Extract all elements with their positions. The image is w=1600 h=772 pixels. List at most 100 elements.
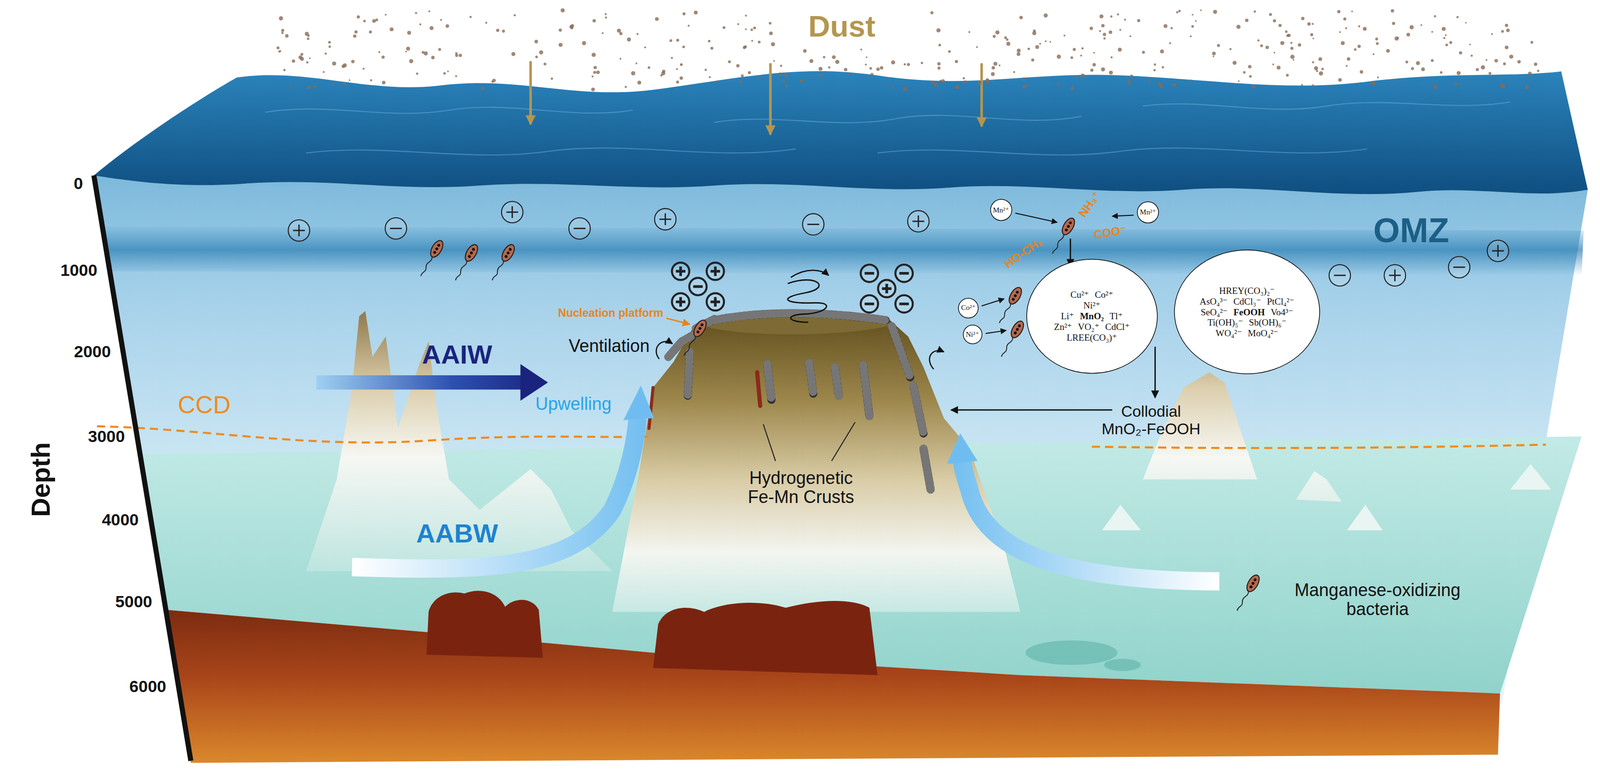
circle-shape: [948, 50, 952, 54]
circle-shape: [1444, 34, 1447, 37]
circle-shape: [737, 22, 740, 25]
circle-shape: [1127, 80, 1132, 85]
circle-shape: [384, 13, 387, 16]
circle-shape: [891, 60, 896, 65]
circle-shape: [1080, 54, 1083, 57]
circle-shape: [1099, 14, 1104, 19]
ion-label: Zn²⁺: [1053, 321, 1073, 333]
circle-shape: [1253, 578, 1258, 583]
circle-shape: [637, 80, 642, 85]
negative-charge: [689, 277, 707, 296]
circle-shape: [847, 73, 851, 76]
axis-title: Depth: [26, 442, 56, 517]
circle-shape: [1460, 86, 1463, 89]
water-mass-label: AABW: [416, 519, 499, 548]
circle-shape: [1312, 37, 1315, 40]
line-shape: [390, 227, 402, 230]
circle-shape: [443, 72, 446, 75]
circle-shape: [750, 28, 753, 31]
circle-shape: [1533, 62, 1538, 66]
ion-circle: Co²⁺: [957, 297, 979, 319]
charges: [288, 201, 1509, 313]
circle-shape: [324, 52, 328, 56]
circle-shape: [1485, 58, 1488, 61]
circle-shape: [307, 85, 311, 90]
circle-shape: [727, 60, 731, 64]
ventilation-curl: [656, 341, 673, 360]
ion-label: Ti(OH)₅⁻: [1207, 317, 1244, 329]
circle-shape: [1311, 60, 1315, 64]
circle-shape: [710, 46, 714, 50]
circle-shape: [992, 34, 996, 38]
negative-charge: [860, 264, 879, 283]
circle-shape: [1237, 80, 1240, 82]
circle-shape: [1056, 83, 1060, 87]
circle-shape: [860, 48, 863, 51]
circle-shape: [1363, 26, 1367, 31]
line-shape: [714, 266, 717, 277]
circle-shape: [591, 52, 596, 58]
ion-row: WO₄²⁻MoO₄²⁻: [1215, 328, 1279, 339]
circle-shape: [1421, 67, 1425, 72]
circle-shape: [1194, 19, 1197, 22]
circle-shape: [419, 23, 422, 26]
circle-shape: [331, 80, 334, 83]
circle-shape: [601, 32, 604, 35]
path-shape: [1236, 590, 1249, 612]
circle-shape: [570, 26, 574, 30]
seafloor-peak: [1510, 464, 1552, 490]
ion-circle: Mn²⁺: [990, 198, 1013, 221]
ion-label: Co²⁺: [1094, 289, 1114, 301]
circle-shape: [783, 73, 789, 79]
circle-shape: [1470, 54, 1473, 57]
circle-shape: [429, 25, 434, 30]
circle-shape: [1068, 220, 1073, 225]
circle-shape: [281, 28, 285, 32]
circle-shape: [647, 66, 651, 69]
circle-shape: [937, 66, 941, 70]
circle-shape: [309, 57, 311, 59]
water-body: [94, 153, 1588, 704]
circle-shape: [1137, 19, 1141, 22]
line-shape: [298, 224, 300, 237]
circle-shape: [1410, 67, 1414, 71]
circle-shape: [281, 31, 284, 35]
circle-shape: [1488, 72, 1492, 76]
circle-shape: [818, 66, 823, 71]
circle-shape: [378, 51, 381, 54]
ion-ellipse: Cu²⁺Co²⁺Ni²⁺Li⁺MnO₂Tl⁺Zn²⁺VO₂⁺CdCl⁺LREE(…: [1026, 258, 1158, 374]
circle-outline: [1137, 201, 1159, 223]
process-label: Ventilation: [568, 336, 650, 356]
ion-row: HREY(CO₃)₂⁻: [1219, 285, 1275, 297]
circle-shape: [1475, 68, 1479, 72]
circle-shape: [643, 46, 646, 49]
circle-shape: [1340, 40, 1345, 45]
ion-label: FeOOH: [1233, 307, 1265, 318]
circle-shape: [430, 55, 435, 59]
line-shape: [899, 272, 910, 275]
circle-shape: [369, 30, 372, 34]
circle-shape: [593, 70, 597, 74]
circle-shape: [843, 67, 848, 72]
generated-art: [276, 8, 1540, 614]
circle-shape: [285, 34, 289, 38]
circle-shape: [800, 79, 804, 83]
circle-shape: [1517, 59, 1521, 64]
circle-shape: [328, 40, 332, 44]
circle-shape: [879, 66, 884, 70]
circle-shape: [496, 28, 500, 33]
circle-shape: [1509, 54, 1514, 59]
circle-shape: [1011, 297, 1015, 302]
circle-shape: [1500, 83, 1504, 88]
circle-shape: [1169, 41, 1171, 44]
circle-shape: [1506, 28, 1510, 33]
circle-shape: [1092, 52, 1095, 55]
circle-shape: [1236, 24, 1241, 30]
ellipse-shape: [1059, 215, 1078, 237]
ellipse-shape: [1006, 285, 1025, 307]
node-content: Mn²⁺: [1136, 201, 1159, 224]
water-mass-label: AAIW: [422, 340, 493, 370]
circle-shape: [371, 19, 376, 23]
